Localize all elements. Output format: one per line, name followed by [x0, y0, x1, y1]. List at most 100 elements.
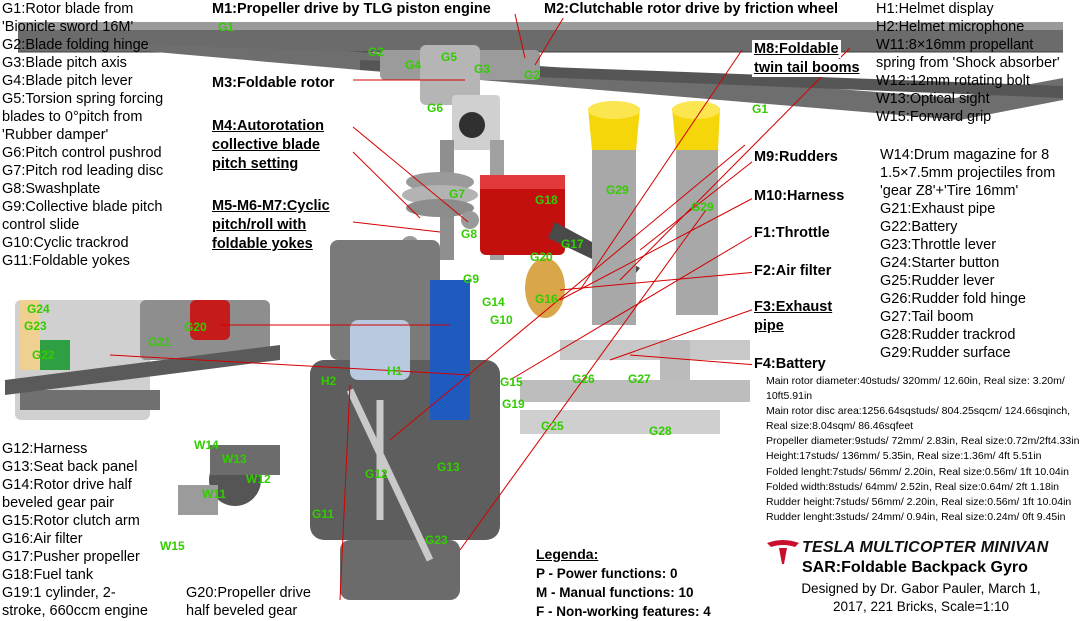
list-item: G15:Rotor clutch arm [2, 513, 140, 529]
marker-g26: G26 [572, 372, 595, 386]
list-item: beveled gear pair [2, 495, 115, 511]
marker-h1: H1 [387, 364, 403, 378]
callout-m8-line1: M8:Foldable [752, 40, 841, 58]
list-item: H2:Helmet microphone [876, 19, 1025, 35]
credit-line: 2017, 221 Bricks, Scale=1:10 [833, 599, 1009, 614]
marker-w15: W15 [160, 539, 185, 553]
marker-g1: G1 [218, 20, 235, 34]
callout-m5-line2: pitch/roll with [210, 216, 309, 234]
parts-list-g-lower: G12:Harness G13:Seat back panel G14:Roto… [2, 440, 148, 620]
list-item: G21:Exhaust pipe [880, 201, 996, 217]
helmet [178, 445, 280, 515]
legend-item: P - Power functions: 0 [536, 566, 678, 581]
spec-line: Propeller diameter:9studs/ 72mm/ 2.83in,… [766, 435, 1080, 448]
callout-m2: M2:Clutchable rotor drive by friction wh… [542, 0, 841, 18]
spec-line: Main rotor disc area:1256.64sqstuds/ 804… [766, 405, 1071, 418]
list-item: G29:Rudder surface [880, 345, 1011, 361]
main-rotor-blade [18, 22, 1063, 120]
list-item: G7:Pitch rod leading disc [2, 163, 164, 179]
callout-m8-line2: twin tail booms [752, 59, 862, 77]
list-item: 1.5×7.5mm projectiles from [880, 165, 1056, 181]
list-item: G28:Rudder trackrod [880, 327, 1016, 343]
marker-g22: G22 [32, 348, 55, 362]
marker-g2: G2 [368, 45, 385, 59]
marker-g17: G17 [561, 237, 584, 251]
spec-line: Real size:8.04sqm/ 86.46sqfeet [766, 420, 914, 433]
harness-chain [346, 388, 434, 562]
spec-line: Rudder height:7studs/ 56mm/ 2.20in, Real… [766, 495, 1072, 508]
list-item: G3:Blade pitch axis [2, 55, 127, 71]
list-item: stroke, 660ccm engine [2, 603, 148, 619]
marker-g28: G28 [649, 424, 672, 438]
marker-g27: G27 [628, 372, 651, 386]
list-item: G4:Blade pitch lever [2, 73, 133, 89]
list-item: G2:Blade folding hinge [2, 37, 149, 53]
marker-g2-right: G2 [524, 68, 541, 82]
callout-f3-line1: F3:Exhaust [752, 298, 835, 316]
marker-g20: G20 [530, 250, 553, 264]
list-item: W13:Optical sight [876, 91, 990, 107]
list-item: W15:Forward grip [876, 109, 992, 125]
parts-list-g20: G20:Propeller drive half beveled gear [186, 584, 311, 620]
title-block: TESLA MULTICOPTER MINIVAN SAR:Foldable B… [762, 535, 1080, 621]
list-item: G12:Harness [2, 441, 88, 457]
list-item: G25:Rudder lever [880, 273, 995, 289]
callout-m4-line1: M4:Autorotation [210, 117, 326, 135]
parts-list-h-w: H1:Helmet display H2:Helmet microphone W… [876, 0, 1060, 126]
marker-g23: G23 [24, 319, 47, 333]
callout-m1: M1:Propeller drive by TLG piston engine [210, 0, 493, 18]
list-item: G19:1 cylinder, 2- [2, 585, 116, 601]
marker-g14: G14 [482, 295, 505, 309]
list-item: G14:Rotor drive half [2, 477, 132, 493]
marker-g20-folded: G20 [184, 320, 207, 334]
marker-g8: G8 [461, 227, 478, 241]
list-item: G26:Rudder fold hinge [880, 291, 1026, 307]
callout-f2: F2:Air filter [752, 262, 834, 280]
marker-g25: G25 [541, 419, 564, 433]
callout-m5-line1: M5-M6-M7:Cyclic [210, 197, 332, 215]
marker-g4: G4 [405, 58, 422, 72]
spec-line: Height:17studs/ 136mm/ 5.35in, Real size… [766, 450, 1042, 463]
rotor-head [380, 45, 540, 260]
tesla-logo-icon [767, 540, 799, 564]
marker-g18: G18 [535, 193, 558, 207]
list-item: H1:Helmet display [876, 1, 994, 17]
brand-title: TESLA MULTICOPTER MINIVAN [802, 539, 1049, 556]
list-item: G18:Fuel tank [2, 567, 94, 583]
marker-g13: G13 [437, 460, 460, 474]
list-item: W12:12mm rotating bolt [876, 73, 1030, 89]
marker-g1-tip: G1 [752, 102, 769, 116]
list-item: G8:Swashplate [2, 181, 101, 197]
list-item: G10:Cyclic trackrod [2, 235, 129, 251]
list-item: G13:Seat back panel [2, 459, 138, 475]
marker-w12: W12 [246, 472, 271, 486]
callout-f4: F4:Battery [752, 355, 828, 373]
list-item: 'Bionicle sword 16M' [2, 19, 134, 35]
leader-lines [109, 13, 851, 601]
marker-g5: G5 [441, 50, 458, 64]
list-item: control slide [2, 217, 80, 233]
marker-g15: G15 [500, 375, 523, 389]
marker-g29-right: G29 [691, 200, 714, 214]
list-item: G23:Throttle lever [880, 237, 997, 253]
callout-m3: M3:Foldable rotor [210, 74, 337, 92]
list-item: G6:Pitch control pushrod [2, 145, 162, 161]
credit-line: Designed by Dr. Gabor Pauler, March 1, [801, 581, 1041, 596]
callout-f1: F1:Throttle [752, 224, 832, 242]
marker-g19: G19 [502, 397, 525, 411]
marker-g10: G10 [490, 313, 513, 327]
marker-g9: G9 [463, 272, 480, 286]
list-item: blades to 0°pitch from [2, 109, 143, 125]
folded-gyro [5, 300, 280, 420]
list-item: 'gear Z8'+'Tire 16mm' [880, 183, 1019, 199]
callout-m9: M9:Rudders [752, 148, 840, 166]
marker-g16: G16 [535, 292, 558, 306]
spec-line: Folded width:8studs/ 64mm/ 2.52in, Real … [766, 480, 1059, 493]
list-item: G17:Pusher propeller [2, 549, 140, 565]
model-title: SAR:Foldable Backpack Gyro [802, 559, 1028, 576]
list-item: G1:Rotor blade from [2, 1, 134, 17]
callout-m5-line3: foldable yokes [210, 235, 315, 253]
spec-line: Rudder lenght:3studs/ 24mm/ 0.94in, Real… [766, 510, 1066, 523]
list-item: W11:8×16mm propellant [876, 37, 1034, 53]
